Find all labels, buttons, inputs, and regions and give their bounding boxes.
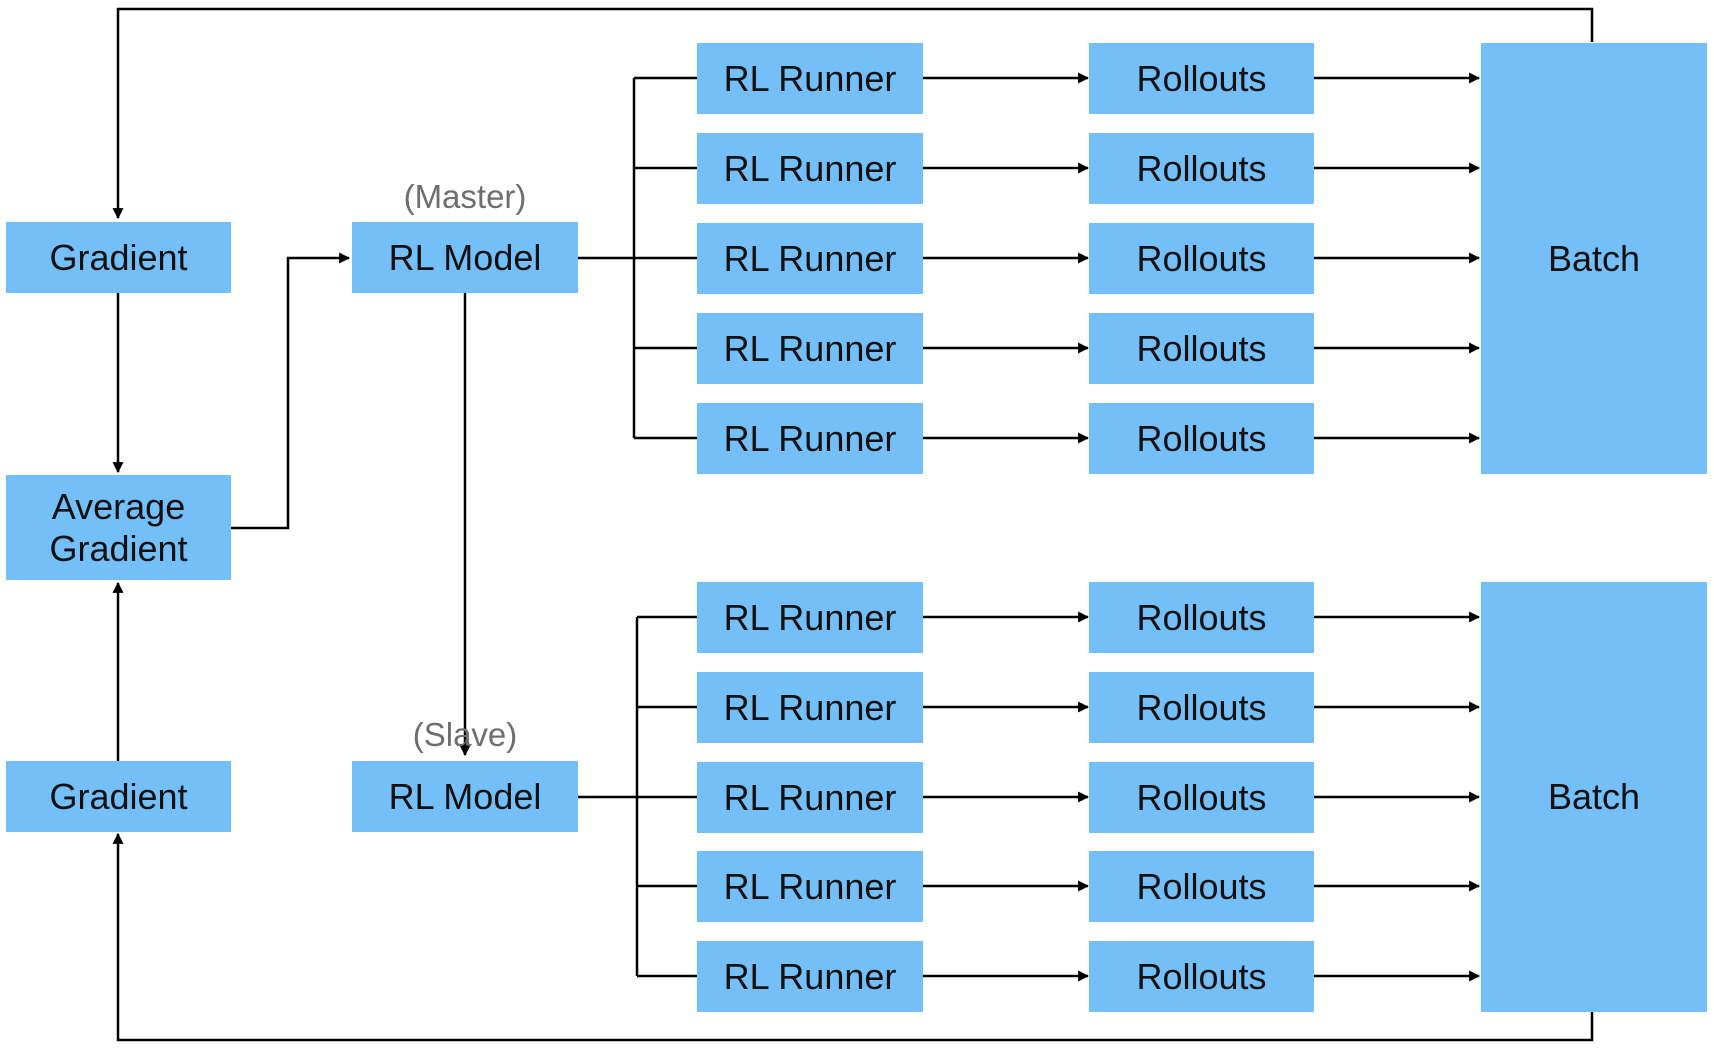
rl-runner-label: RL Runner <box>723 57 897 99</box>
rollouts-label: Rollouts <box>1136 57 1267 99</box>
rl-runner-box: RL Runner <box>697 43 923 114</box>
gradient-bottom-box: Gradient <box>6 761 231 832</box>
rl-runner-box: RL Runner <box>697 133 923 204</box>
batch-top-label: Batch <box>1547 237 1641 279</box>
rl-runner-label: RL Runner <box>723 147 897 189</box>
average-gradient-label-line2: Gradient <box>49 527 188 569</box>
gradient-top-label: Gradient <box>49 236 188 278</box>
arrow-batch-to-gradient-bottom <box>112 832 1594 1042</box>
rl-runner-label: RL Runner <box>723 327 897 369</box>
rl-runner-box: RL Runner <box>697 582 923 653</box>
rl-runner-box: RL Runner <box>697 941 923 1012</box>
rollouts-box: Rollouts <box>1089 941 1314 1012</box>
rollouts-box: Rollouts <box>1089 133 1314 204</box>
rollouts-box: Rollouts <box>1089 403 1314 474</box>
rl-runner-box: RL Runner <box>697 403 923 474</box>
rollouts-label: Rollouts <box>1136 417 1267 459</box>
rollouts-box: Rollouts <box>1089 313 1314 384</box>
rollouts-box: Rollouts <box>1089 43 1314 114</box>
rl-runner-box: RL Runner <box>697 672 923 743</box>
rollouts-label: Rollouts <box>1136 237 1267 279</box>
rl-runner-label: RL Runner <box>723 417 897 459</box>
rollouts-label: Rollouts <box>1136 865 1267 907</box>
rl-runner-label: RL Runner <box>723 955 897 997</box>
rollouts-box: Rollouts <box>1089 851 1314 922</box>
rollouts-box: Rollouts <box>1089 762 1314 833</box>
rl-runner-label: RL Runner <box>723 237 897 279</box>
arrow-average-to-master <box>231 252 351 530</box>
arrow-batch-to-gradient-top <box>112 7 1594 220</box>
rl-runner-label: RL Runner <box>723 596 897 638</box>
rollouts-label: Rollouts <box>1136 686 1267 728</box>
master-model-label: RL Model <box>388 236 542 278</box>
rollouts-label: Rollouts <box>1136 776 1267 818</box>
rollouts-box: Rollouts <box>1089 223 1314 294</box>
rl-runner-box: RL Runner <box>697 762 923 833</box>
rl-runner-box: RL Runner <box>697 851 923 922</box>
rollouts-box: Rollouts <box>1089 672 1314 743</box>
batch-top-box: Batch <box>1481 43 1707 474</box>
master-caption: (Master) <box>403 178 527 215</box>
rl-runner-label: RL Runner <box>723 776 897 818</box>
slave-caption: (Slave) <box>412 716 518 753</box>
rl-runner-label: RL Runner <box>723 865 897 907</box>
rl-runner-label: RL Runner <box>723 686 897 728</box>
rollouts-label: Rollouts <box>1136 955 1267 997</box>
gradient-bottom-label: Gradient <box>49 775 188 817</box>
batch-bottom-box: Batch <box>1481 582 1707 1012</box>
batch-bottom-label: Batch <box>1547 776 1641 817</box>
rollouts-box: Rollouts <box>1089 582 1314 653</box>
average-gradient-label-line1: Average <box>51 485 186 527</box>
master-model-box: RL Model <box>352 222 578 293</box>
gradient-top-box: Gradient <box>6 222 231 293</box>
slave-model-label: RL Model <box>388 775 542 817</box>
rl-runner-box: RL Runner <box>697 223 923 294</box>
rollouts-label: Rollouts <box>1136 147 1267 189</box>
rl-runner-box: RL Runner <box>697 313 923 384</box>
rollouts-label: Rollouts <box>1136 596 1267 638</box>
rollouts-label: Rollouts <box>1136 327 1267 369</box>
average-gradient-box: Average Gradient <box>6 475 231 580</box>
slave-model-box: RL Model <box>352 761 578 832</box>
